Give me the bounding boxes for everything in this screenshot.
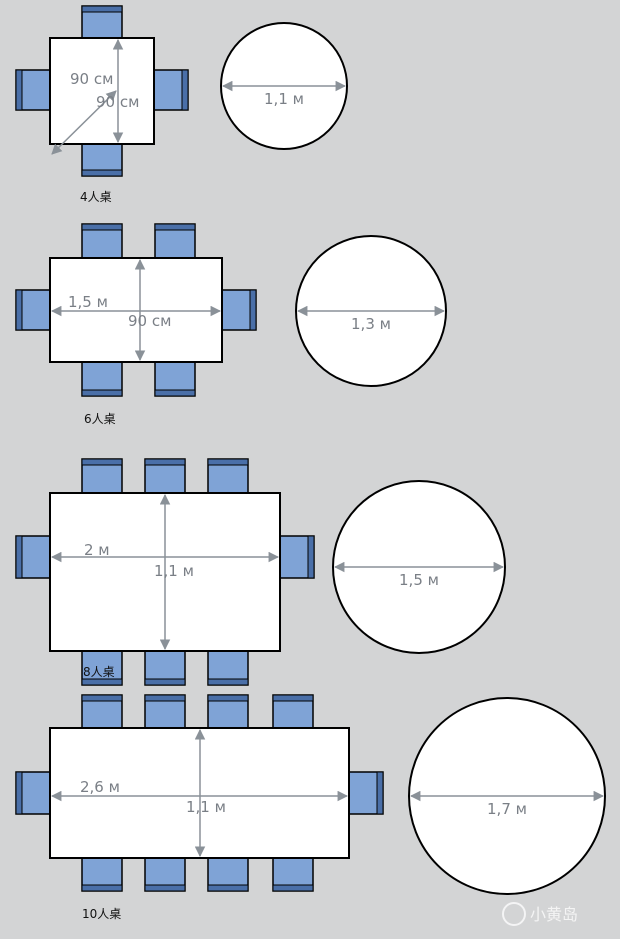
chair (144, 650, 186, 686)
table-caption: 8人桌 (83, 665, 115, 679)
chair (153, 69, 189, 111)
chair (15, 535, 51, 579)
chair (207, 458, 249, 494)
table-group-4: 2,6 м 1,1 м 1,7 м 10人桌 (15, 694, 606, 921)
chair (348, 771, 384, 815)
watermark-text: 小黄岛 (530, 905, 578, 924)
chair (81, 857, 123, 892)
chair (15, 771, 51, 815)
chair (81, 458, 123, 494)
chair (272, 857, 314, 892)
chair (81, 650, 123, 686)
chair (207, 857, 249, 892)
table-caption: 10人桌 (82, 907, 121, 921)
width-label: 2,6 м (80, 778, 120, 796)
depth-label: 90 см (128, 312, 171, 330)
table-group-1: 90 см 90 см 1,1 м 4人桌 (15, 5, 348, 204)
watermark-logo-icon (502, 902, 526, 926)
depth-label: 1,1 м (186, 798, 226, 816)
chair (81, 361, 123, 397)
diameter-label: 1,1 м (264, 90, 304, 108)
depth-label: 90 см (96, 93, 139, 111)
diameter-label: 1,3 м (351, 315, 391, 333)
width-label: 90 см (70, 70, 113, 88)
watermark: 小黄岛 (502, 902, 578, 926)
table-caption: 4人桌 (80, 190, 112, 204)
table-group-2: 1,5 м 90 см 1,3 м 6人桌 (15, 223, 447, 426)
table-group-3: 2 м 1,1 м 1,5 м 8人桌 (15, 458, 506, 686)
chair (154, 361, 196, 397)
width-label: 2 м (84, 541, 110, 559)
width-label: 1,5 м (68, 293, 108, 311)
diameter-label: 1,5 м (399, 571, 439, 589)
chair (15, 289, 51, 331)
chair (221, 289, 257, 331)
chair (272, 694, 314, 729)
chair (207, 694, 249, 729)
chair (154, 223, 196, 259)
chair (81, 143, 123, 177)
chair (144, 857, 186, 892)
table-caption: 6人桌 (84, 412, 116, 426)
chair (81, 223, 123, 259)
chair (207, 650, 249, 686)
chair (81, 5, 123, 39)
width-dimension-line (51, 90, 117, 155)
chair (81, 694, 123, 729)
depth-label: 1,1 м (154, 562, 194, 580)
chair (144, 458, 186, 494)
chair (279, 535, 315, 579)
chair (144, 694, 186, 729)
rectangular-table (49, 37, 155, 145)
diameter-label: 1,7 м (487, 800, 527, 818)
chair (15, 69, 51, 111)
